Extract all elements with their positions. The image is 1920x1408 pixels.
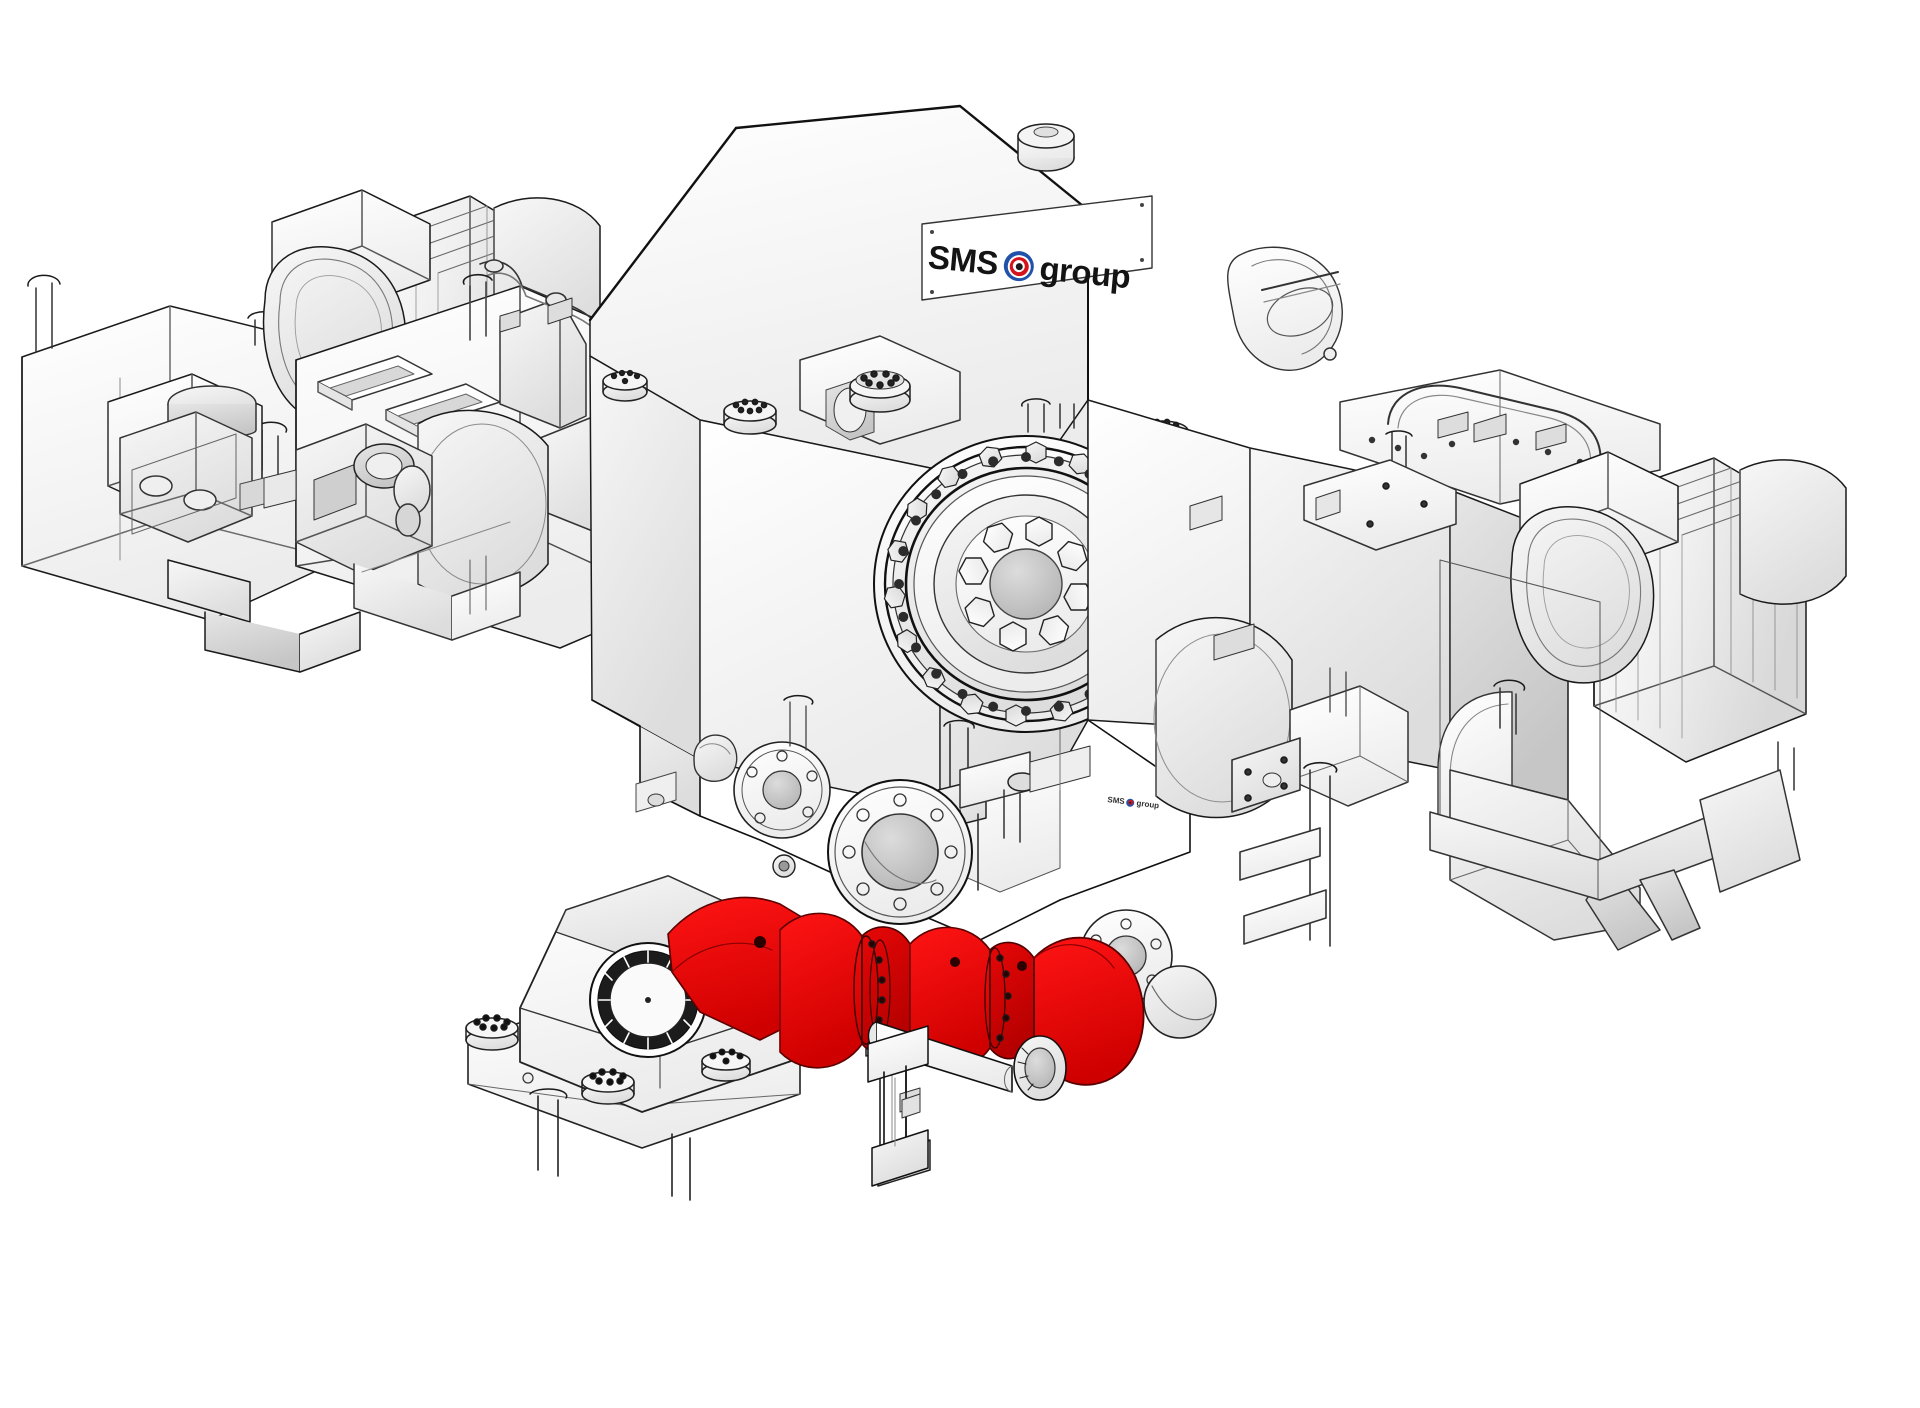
foreground-support-column — [867, 1025, 929, 1187]
cardan-drive-shaft[interactable] — [667, 896, 1145, 1101]
right-base-frame — [1429, 559, 1801, 941]
housing-port-flanges — [693, 734, 1217, 1039]
right-motor — [1493, 451, 1847, 791]
left-gearbox — [107, 285, 673, 649]
misc-hardware — [635, 489, 1347, 813]
hub-hex-bolts — [958, 516, 1094, 652]
